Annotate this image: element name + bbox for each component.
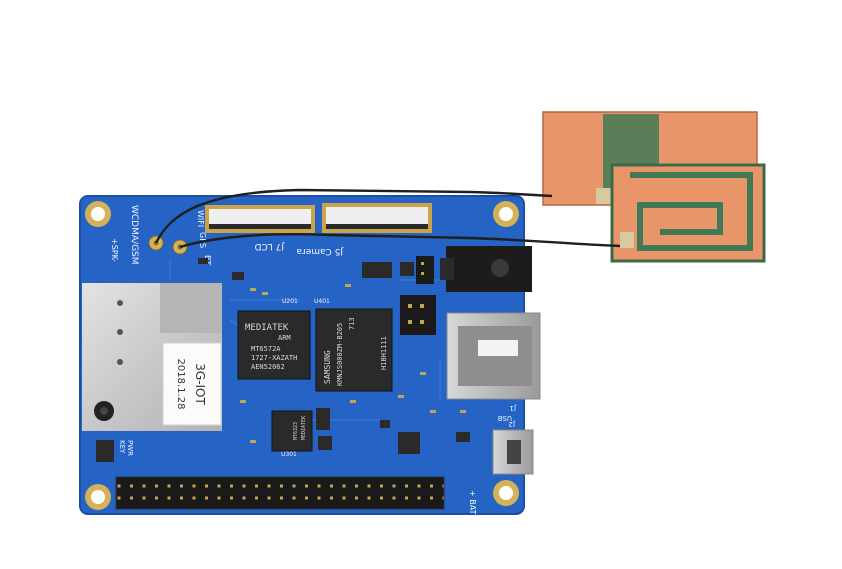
u401-label: U401 bbox=[314, 298, 330, 305]
mounting-hole-bottom-right bbox=[493, 480, 519, 506]
camera-connector bbox=[322, 203, 432, 233]
sticker-date: 2018.1.28 bbox=[175, 359, 186, 410]
mounting-hole-top-left bbox=[85, 201, 111, 227]
mounting-hole-bottom-left bbox=[85, 484, 111, 510]
pmic-chip: MEDIATEK MT6323 bbox=[271, 410, 313, 452]
audio-jack bbox=[440, 246, 532, 292]
antenna-gps bbox=[610, 163, 766, 263]
soc-arm: ARM bbox=[278, 334, 291, 342]
j1-label: J1 bbox=[509, 404, 517, 412]
soc-model: MT6572A bbox=[251, 345, 281, 353]
u201-label: U201 bbox=[282, 298, 298, 305]
jumper-middle bbox=[400, 295, 436, 335]
gps-label: GPS bbox=[198, 232, 207, 248]
smd-passives bbox=[240, 284, 466, 443]
pmic-brand: MEDIATEK bbox=[301, 416, 307, 440]
j2-label: J2 bbox=[508, 420, 516, 428]
wcdma-label: WCDMA/GSM bbox=[129, 205, 139, 265]
small-components bbox=[96, 258, 470, 462]
sticker-model: 3G-IOT bbox=[193, 363, 207, 405]
soc-brand: MEDIATEK bbox=[245, 323, 289, 333]
camera-label: J5 Camera bbox=[296, 246, 344, 256]
usb-label: USB bbox=[497, 414, 512, 422]
soc-lot: AEN52062 bbox=[251, 363, 285, 371]
emmc-brand: SAMSUNG bbox=[323, 350, 332, 384]
lcd-connector bbox=[205, 205, 315, 233]
emmc-model: KMNJS000ZM-B205 bbox=[336, 323, 344, 386]
lcd-label: J7 LCD bbox=[254, 241, 285, 251]
spk-label: +SPK- bbox=[110, 238, 119, 262]
wifi-label: WIFI bbox=[196, 210, 205, 227]
samsung-emmc: SAMSUNG KMNJS000ZM-B205 713 H1BH1111 bbox=[315, 308, 393, 392]
usb-a-port bbox=[446, 312, 541, 400]
soc-batch: 1727-XAZATH bbox=[251, 354, 297, 362]
u301-label: U301 bbox=[281, 451, 297, 458]
mediatek-soc: MEDIATEK ARM MT6572A 1727-XAZATH AEN5206… bbox=[237, 310, 311, 380]
pwr-label: PWR bbox=[126, 440, 134, 456]
pmic-model: MT6323 bbox=[293, 422, 299, 440]
gpio-header bbox=[115, 476, 445, 510]
buzzer bbox=[94, 401, 114, 421]
mounting-hole-top-right bbox=[493, 201, 519, 227]
bat-label: + BAT - bbox=[468, 490, 477, 520]
emmc-code: H1BH1111 bbox=[380, 336, 388, 370]
antenna-cables bbox=[154, 188, 621, 249]
jumper-top bbox=[416, 256, 434, 284]
emmc-date: 713 bbox=[348, 317, 356, 330]
key-label: KEY bbox=[118, 440, 126, 454]
micro-usb-port bbox=[492, 429, 534, 475]
date-sticker: 3G-IOT 2018.1.28 bbox=[162, 342, 222, 426]
